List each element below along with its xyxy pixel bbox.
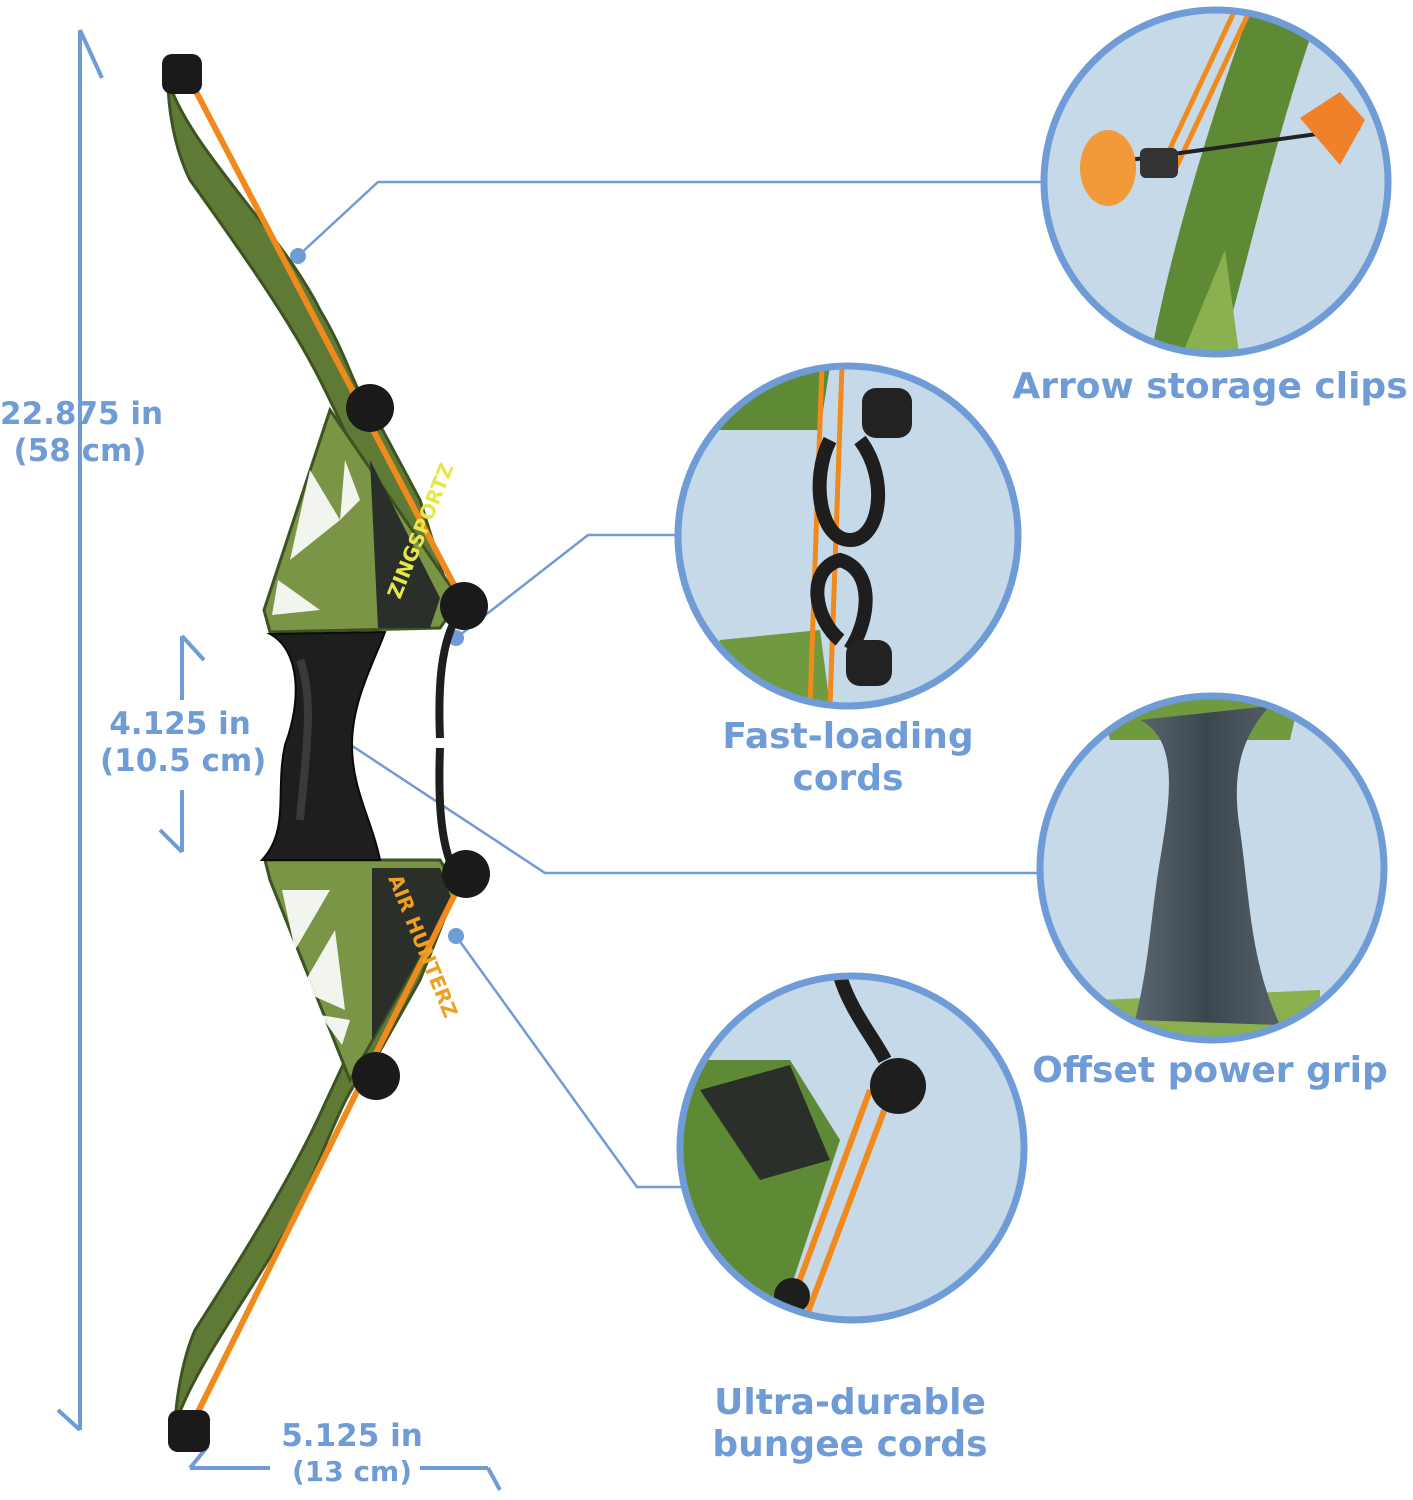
feature-label-arrow-storage-clips: Arrow storage clips — [1010, 366, 1410, 408]
feature-line: Offset power grip — [1032, 1050, 1388, 1091]
width-inches: 5.125 in — [281, 1418, 423, 1454]
ultra-durable-bungee-cords-photo — [676, 972, 1028, 1324]
feature-line: bungee cords — [712, 1424, 988, 1466]
height-dimension-label: 22.875 in (58 cm) — [0, 396, 164, 469]
feature-label-fast-loading-cords: Fast-loading cords — [698, 716, 998, 801]
width-dimension-label: 5.125 in (13 cm) — [268, 1418, 436, 1488]
bow-illustration — [162, 54, 490, 1452]
grip-inches: 4.125 in — [109, 706, 251, 742]
callout-lines — [297, 180, 1044, 1189]
callout-dots — [290, 248, 464, 944]
fast-loading-cords-photo — [674, 362, 1022, 710]
offset-power-grip-photo — [1036, 692, 1388, 1044]
grip-cm: (10.5 cm) — [100, 742, 267, 779]
feature-line: Arrow storage clips — [1012, 366, 1408, 407]
feature-line: Ultra-durable — [714, 1382, 986, 1423]
arrow-storage-clips-photo — [1040, 6, 1392, 358]
feature-line: Fast-loading — [722, 716, 974, 757]
grip-dimension-label: 4.125 in (10.5 cm) — [100, 706, 267, 779]
height-dimension-line — [56, 29, 104, 1432]
feature-label-offset-power-grip: Offset power grip — [1020, 1050, 1400, 1092]
grip-dimension-line — [158, 634, 206, 854]
height-inches: 22.875 in — [0, 396, 164, 432]
feature-label-ultra-durable-bungee-cords: Ultra-durable bungee cords — [690, 1382, 1010, 1467]
width-cm: (13 cm) — [291, 1454, 413, 1488]
height-cm: (58 cm) — [13, 432, 147, 469]
feature-line: cords — [792, 758, 904, 800]
